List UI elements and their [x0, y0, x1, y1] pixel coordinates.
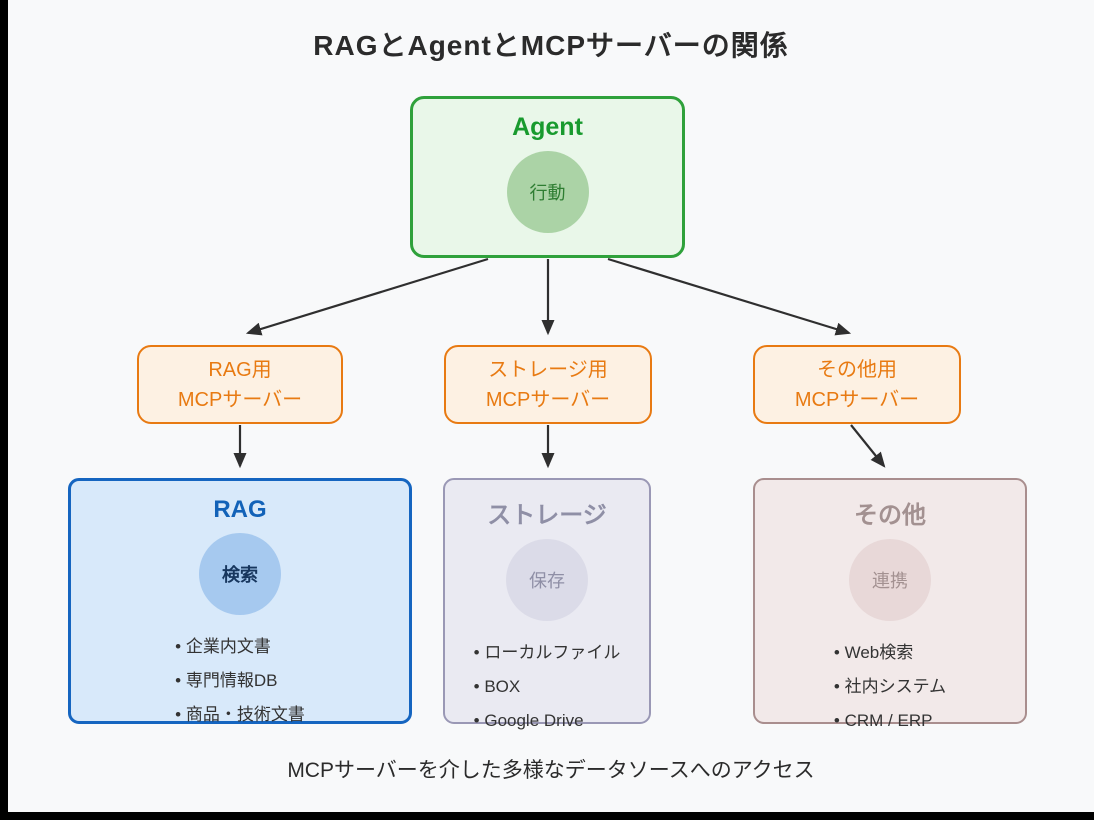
diagram-canvas: RAGとAgentとMCPサーバーの関係 Agent 行動 RAG用 MCPサー… — [8, 0, 1094, 812]
list-item: Web検索 — [834, 636, 946, 670]
mcp-server-rag-node: RAG用 MCPサーバー — [137, 345, 343, 424]
list-item: ローカルファイル — [474, 636, 620, 670]
other-circle-label: 連携 — [872, 571, 908, 591]
other-items-list: Web検索 社内システム CRM / ERP — [834, 636, 947, 738]
list-item: 社内システム — [834, 670, 947, 704]
source-rag-node: RAG 検索 企業内文書 専門情報DB 商品・技術文書 — [68, 478, 412, 724]
mcp-server-other-line1: その他用 — [817, 358, 897, 381]
list-item: 商品・技術文書 — [175, 698, 305, 732]
mcp-server-storage-line1: ストレージ用 — [488, 358, 608, 381]
rag-items-list: 企業内文書 専門情報DB 商品・技術文書 — [175, 630, 305, 732]
arrow-agent-to-other-mcp — [607, 257, 852, 336]
agent-circle-label: 行動 — [529, 183, 566, 203]
source-other-title: その他 — [854, 502, 926, 529]
storage-circle-label: 保存 — [529, 571, 565, 591]
rag-search-circle: 検索 — [199, 533, 281, 615]
source-other-node: その他 連携 Web検索 社内システム CRM / ERP — [753, 478, 1027, 730]
storage-save-circle: 保存 — [506, 539, 588, 621]
mcp-server-storage-node: ストレージ用 MCPサーバー — [444, 345, 652, 424]
list-item: 企業内文書 — [175, 630, 305, 664]
agent-node: Agent 行動 — [410, 96, 685, 258]
mcp-server-other-node: その他用 MCPサーバー — [753, 345, 961, 424]
agent-label: Agent — [512, 113, 583, 141]
list-item: 専門情報DB — [175, 664, 305, 698]
mcp-server-rag-line2: MCPサーバー — [177, 388, 303, 411]
diagram-caption: MCPサーバーを介した多様なデータソースへのアクセス — [287, 759, 815, 782]
source-storage-title: ストレージ — [487, 502, 607, 529]
list-item: BOX — [474, 670, 621, 704]
other-link-circle: 連携 — [849, 539, 931, 621]
source-storage-node: ストレージ 保存 ローカルファイル BOX Google Drive — [443, 478, 651, 730]
arrow-other-mcp-to-other — [850, 424, 886, 468]
diagram-title: RAGとAgentとMCPサーバーの関係 — [313, 30, 789, 61]
arrow-agent-to-rag-mcp — [245, 257, 489, 336]
mcp-server-rag-line1: RAG用 — [208, 358, 272, 381]
rag-circle-label: 検索 — [222, 565, 258, 585]
mcp-server-other-line2: MCPサーバー — [794, 388, 920, 411]
agent-action-circle: 行動 — [506, 151, 589, 233]
storage-items-list: ローカルファイル BOX Google Drive — [474, 636, 621, 738]
mcp-server-storage-line2: MCPサーバー — [485, 388, 611, 411]
source-rag-title: RAG — [213, 496, 267, 523]
list-item: Google Drive — [474, 704, 621, 738]
list-item: CRM / ERP — [834, 704, 946, 738]
